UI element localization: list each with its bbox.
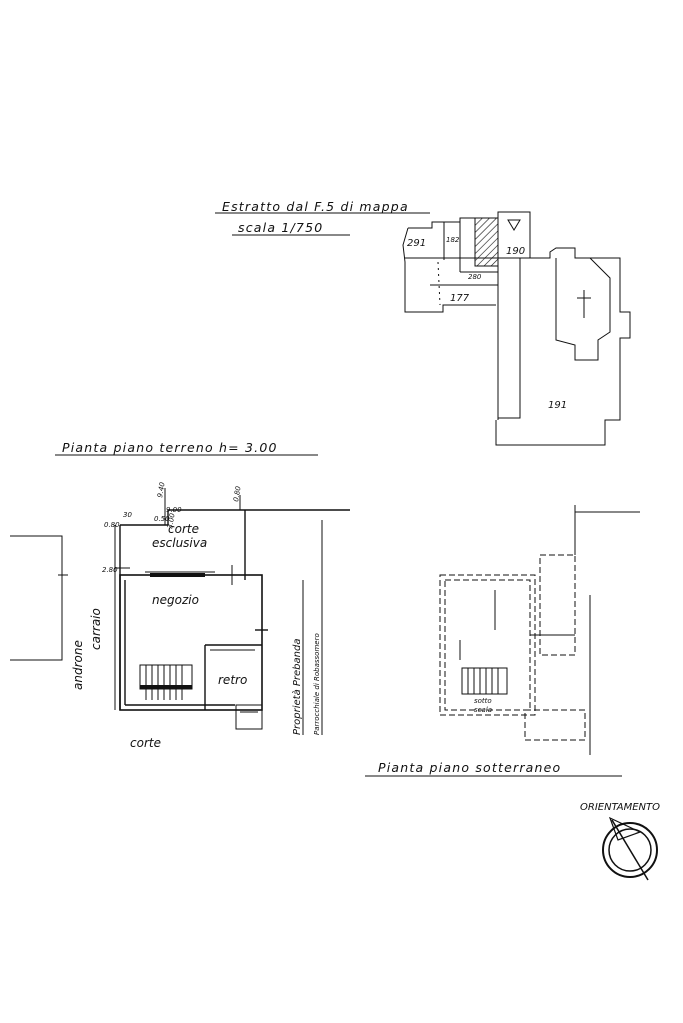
- parcel-label: 190: [506, 246, 525, 257]
- basement-outline-bottom: [524, 709, 586, 741]
- room-label-negozio: negozio: [152, 593, 199, 607]
- stair-landing: [140, 685, 192, 689]
- basement-stair: [461, 667, 508, 695]
- cadastral-scale: scala 1/750: [238, 220, 323, 235]
- androne-outline: [10, 535, 63, 661]
- androne-label: androne: [71, 640, 85, 690]
- cadastral-title: Estratto dal F.5 di mappa: [222, 199, 409, 214]
- compass-arrow-icon: [608, 816, 642, 841]
- dimension-label: 0.80: [104, 521, 120, 529]
- basement-outline-right: [539, 554, 576, 656]
- parcel-division: [498, 258, 521, 419]
- carraio-label: carraio: [89, 608, 103, 650]
- cadastral-map: [402, 211, 631, 446]
- parcel-outline-top: [408, 211, 531, 258]
- basement-room-label-2: scala: [474, 706, 492, 714]
- dimension-label: 9.00: [166, 506, 182, 514]
- room-label-corte-outer: corte: [130, 736, 161, 750]
- parcel-label: 177: [450, 293, 470, 304]
- dimension-label: 9.40: [156, 481, 167, 498]
- compass-inner-circle: [608, 828, 652, 872]
- stair: [139, 664, 193, 700]
- neighbour-label: Proprietà Prebanda: [291, 639, 303, 735]
- window-negozio: [150, 573, 205, 577]
- basement-outline-main: [439, 574, 536, 716]
- room-label-esclusiva: esclusiva: [152, 536, 207, 550]
- church-outline: [555, 257, 611, 361]
- dimension-label: 0.80: [232, 485, 243, 502]
- parcel-label: 280: [468, 273, 482, 281]
- small-room: [235, 704, 263, 730]
- triangle-marker-icon: [507, 219, 521, 231]
- parcel-label: 182: [446, 236, 460, 244]
- orientation-label: ORIENTAMENTO: [580, 802, 660, 813]
- basement-stair-box: [461, 667, 508, 695]
- orientation-marker: ORIENTAMENTO: [580, 802, 660, 881]
- parcel-dotted-line: [437, 261, 441, 306]
- compass-outer-circle: [602, 822, 658, 878]
- neighbour-label-2: Parrocchiale di Robassomero: [313, 633, 321, 735]
- parcel-outline-right: [495, 247, 631, 446]
- parcel-label: 291: [407, 238, 426, 249]
- parcel-label: 191: [548, 400, 567, 411]
- ground-floor-title: Pianta piano terreno h= 3.00: [62, 440, 278, 455]
- dimension-label: 30: [123, 511, 132, 519]
- ground-floor-plan: Pianta piano terreno h= 3.00 androne car…: [10, 440, 350, 750]
- basement-plan: sotto scala Pianta piano sotterraneo: [365, 505, 640, 777]
- basement-title: Pianta piano sotterraneo: [378, 760, 561, 775]
- room-label-retro: retro: [218, 673, 247, 687]
- corte-boundary-top: [120, 509, 350, 526]
- basement-room-label: sotto: [474, 697, 492, 705]
- parcel-outline-left: [402, 227, 496, 313]
- cadastral-extract: Estratto dal F.5 di mappa scala 1/750 29…: [215, 199, 631, 446]
- dimension-label: 3.00: [166, 512, 177, 529]
- dimension-label: 0.50: [154, 515, 170, 523]
- room-label-corte: corte: [168, 522, 199, 536]
- basement-outline-inner: [444, 579, 531, 711]
- dimension-label: 2.80: [102, 566, 118, 574]
- compass-needle-icon: [611, 819, 649, 881]
- parcel-hatched: [474, 217, 499, 267]
